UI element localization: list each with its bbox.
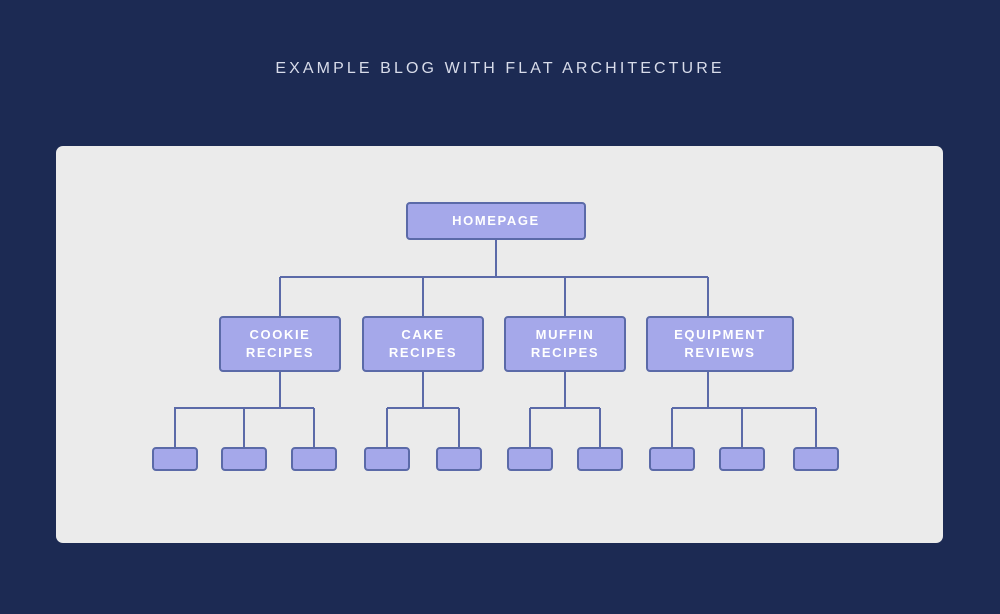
node-category-2[interactable]: MUFFIN RECIPES xyxy=(504,316,626,372)
node-leaf-0-1[interactable] xyxy=(221,447,267,471)
node-category-0[interactable]: COOKIE RECIPES xyxy=(219,316,341,372)
node-homepage[interactable]: HOMEPAGE xyxy=(406,202,586,240)
node-category-0-label: COOKIE RECIPES xyxy=(245,327,315,360)
node-category-2-label: MUFFIN RECIPES xyxy=(530,327,600,360)
node-leaf-3-0[interactable] xyxy=(649,447,695,471)
node-leaf-1-0[interactable] xyxy=(364,447,410,471)
node-category-3[interactable]: EQUIPMENT REVIEWS xyxy=(646,316,794,372)
node-leaf-2-0[interactable] xyxy=(507,447,553,471)
node-category-1-label: CAKE RECIPES xyxy=(388,327,458,360)
node-leaf-0-0[interactable] xyxy=(152,447,198,471)
node-leaf-1-1[interactable] xyxy=(436,447,482,471)
page-title: EXAMPLE BLOG WITH FLAT ARCHITECTURE xyxy=(275,60,725,77)
node-leaf-0-2[interactable] xyxy=(291,447,337,471)
node-leaf-3-2[interactable] xyxy=(793,447,839,471)
node-leaf-3-1[interactable] xyxy=(719,447,765,471)
node-leaf-2-1[interactable] xyxy=(577,447,623,471)
node-category-1[interactable]: CAKE RECIPES xyxy=(362,316,484,372)
node-homepage-label: HOMEPAGE xyxy=(452,213,540,229)
node-category-3-label: EQUIPMENT REVIEWS xyxy=(674,327,766,360)
